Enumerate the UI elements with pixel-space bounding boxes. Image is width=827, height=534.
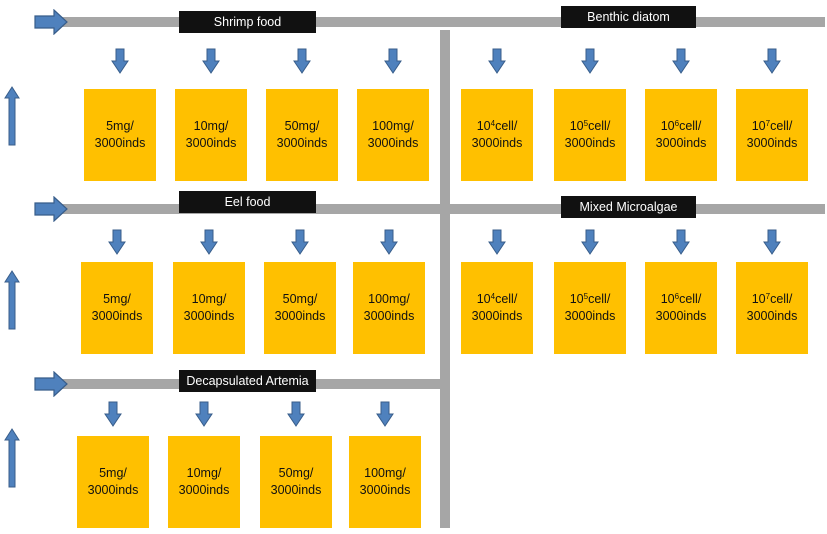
tank-box: 100mg/3000inds: [357, 89, 429, 181]
down-arrow-icon: [763, 229, 781, 255]
up-arrow-icon: [4, 270, 20, 330]
individuals-count-text: 3000inds: [178, 483, 230, 497]
tank-box: 105cell/3000inds: [554, 262, 626, 354]
down-arrow-icon: [291, 229, 309, 255]
tank-box: 100mg/3000inds: [353, 262, 425, 354]
tank-box: 107cell/3000inds: [736, 89, 808, 181]
center-divider-line: [440, 30, 450, 528]
individuals-count-text: 3000inds: [274, 309, 326, 323]
tank-box: 106cell/3000inds: [645, 89, 717, 181]
down-arrow-icon: [293, 48, 311, 74]
individuals-count-text: 3000inds: [655, 136, 707, 150]
individuals-count-text: 3000inds: [471, 309, 523, 323]
dose-amount-text: 50mg/: [284, 119, 320, 133]
dose-amount-text: 50mg/: [278, 466, 314, 480]
individuals-count-text: 3000inds: [91, 309, 143, 323]
tank-box: 5mg/3000inds: [81, 262, 153, 354]
individuals-count-text: 3000inds: [363, 309, 415, 323]
down-arrow-icon: [111, 48, 129, 74]
dose-amount-text: 105cell/: [569, 119, 611, 133]
down-arrow-icon: [384, 48, 402, 74]
mixed-microalgae-label: Mixed Microalgae: [561, 196, 696, 218]
down-arrow-icon: [108, 229, 126, 255]
individuals-count-text: 3000inds: [655, 309, 707, 323]
down-arrow-icon: [581, 229, 599, 255]
individuals-count-text: 3000inds: [94, 136, 146, 150]
dose-amount-text: 10mg/: [193, 119, 229, 133]
individuals-count-text: 3000inds: [270, 483, 322, 497]
down-arrow-icon: [488, 229, 506, 255]
dose-amount-text: 107cell/: [751, 119, 793, 133]
individuals-count-text: 3000inds: [746, 309, 798, 323]
tank-box: 107cell/3000inds: [736, 262, 808, 354]
tank-box: 100mg/3000inds: [349, 436, 421, 528]
tank-box: 10mg/3000inds: [173, 262, 245, 354]
benthic-diatom-label: Benthic diatom: [561, 6, 696, 28]
individuals-count-text: 3000inds: [746, 136, 798, 150]
tank-box: 50mg/3000inds: [260, 436, 332, 528]
inflow-arrow-icon: [34, 371, 68, 397]
down-arrow-icon: [672, 229, 690, 255]
individuals-count-text: 3000inds: [87, 483, 139, 497]
down-arrow-icon: [104, 401, 122, 427]
individuals-count-text: 3000inds: [185, 136, 237, 150]
individuals-count-text: 3000inds: [183, 309, 235, 323]
dose-amount-text: 107cell/: [751, 292, 793, 306]
tank-box: 5mg/3000inds: [77, 436, 149, 528]
dose-amount-text: 104cell/: [476, 119, 518, 133]
dose-amount-text: 50mg/: [282, 292, 318, 306]
individuals-count-text: 3000inds: [564, 136, 616, 150]
dose-amount-text: 105cell/: [569, 292, 611, 306]
down-arrow-icon: [200, 229, 218, 255]
down-arrow-icon: [763, 48, 781, 74]
dose-amount-text: 106cell/: [660, 119, 702, 133]
down-arrow-icon: [376, 401, 394, 427]
individuals-count-text: 3000inds: [367, 136, 419, 150]
individuals-count-text: 3000inds: [564, 309, 616, 323]
up-arrow-icon: [4, 428, 20, 488]
tank-box: 104cell/3000inds: [461, 89, 533, 181]
up-arrow-icon: [4, 86, 20, 146]
dose-amount-text: 104cell/: [476, 292, 518, 306]
inflow-arrow-icon: [34, 9, 68, 35]
tank-box: 106cell/3000inds: [645, 262, 717, 354]
dose-amount-text: 5mg/: [99, 466, 127, 480]
down-arrow-icon: [195, 401, 213, 427]
tank-box: 50mg/3000inds: [264, 262, 336, 354]
tank-box: 105cell/3000inds: [554, 89, 626, 181]
inflow-arrow-icon: [34, 196, 68, 222]
supply-line-row-1: [55, 17, 825, 27]
tank-box: 10mg/3000inds: [175, 89, 247, 181]
dose-amount-text: 5mg/: [103, 292, 131, 306]
dose-amount-text: 100mg/: [372, 119, 414, 133]
tank-box: 104cell/3000inds: [461, 262, 533, 354]
down-arrow-icon: [287, 401, 305, 427]
down-arrow-icon: [488, 48, 506, 74]
tank-box: 10mg/3000inds: [168, 436, 240, 528]
shrimp-food-label: Shrimp food: [179, 11, 316, 33]
eel-food-label: Eel food: [179, 191, 316, 213]
down-arrow-icon: [672, 48, 690, 74]
tank-box: 50mg/3000inds: [266, 89, 338, 181]
individuals-count-text: 3000inds: [276, 136, 328, 150]
tank-box: 5mg/3000inds: [84, 89, 156, 181]
dose-amount-text: 5mg/: [106, 119, 134, 133]
decapsulated-artemia-label: Decapsulated Artemia: [179, 370, 316, 392]
individuals-count-text: 3000inds: [471, 136, 523, 150]
individuals-count-text: 3000inds: [359, 483, 411, 497]
dose-amount-text: 100mg/: [368, 292, 410, 306]
dose-amount-text: 10mg/: [191, 292, 227, 306]
down-arrow-icon: [202, 48, 220, 74]
dose-amount-text: 100mg/: [364, 466, 406, 480]
down-arrow-icon: [581, 48, 599, 74]
down-arrow-icon: [380, 229, 398, 255]
dose-amount-text: 10mg/: [186, 466, 222, 480]
dose-amount-text: 106cell/: [660, 292, 702, 306]
